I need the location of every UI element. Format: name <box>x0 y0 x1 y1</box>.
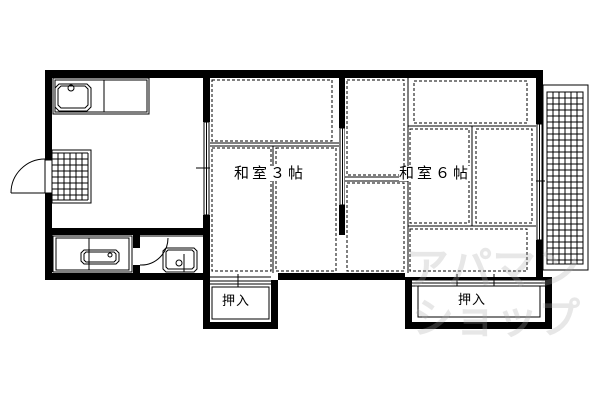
shoe-area <box>51 149 92 204</box>
entrance-door-icon <box>10 158 53 194</box>
partitions <box>51 121 545 272</box>
bath <box>52 235 133 273</box>
room-label-3-tatami: 和室３帖 <box>234 164 307 182</box>
sink-icon <box>54 83 92 112</box>
closet-2 <box>405 274 552 329</box>
closet-label-1: 押入 <box>222 294 251 309</box>
washbasin-icon <box>162 247 198 273</box>
closet-1 <box>203 274 278 329</box>
room-label-6-tatami: 和室６帖 <box>399 164 472 182</box>
kitchen <box>10 77 150 204</box>
toilet-room <box>139 233 203 273</box>
closet-label-2: 押入 <box>458 293 487 308</box>
balcony <box>542 84 589 271</box>
bathtub-icon <box>80 249 120 265</box>
door-swing-icon <box>139 237 169 266</box>
balcony-grating <box>547 92 583 264</box>
